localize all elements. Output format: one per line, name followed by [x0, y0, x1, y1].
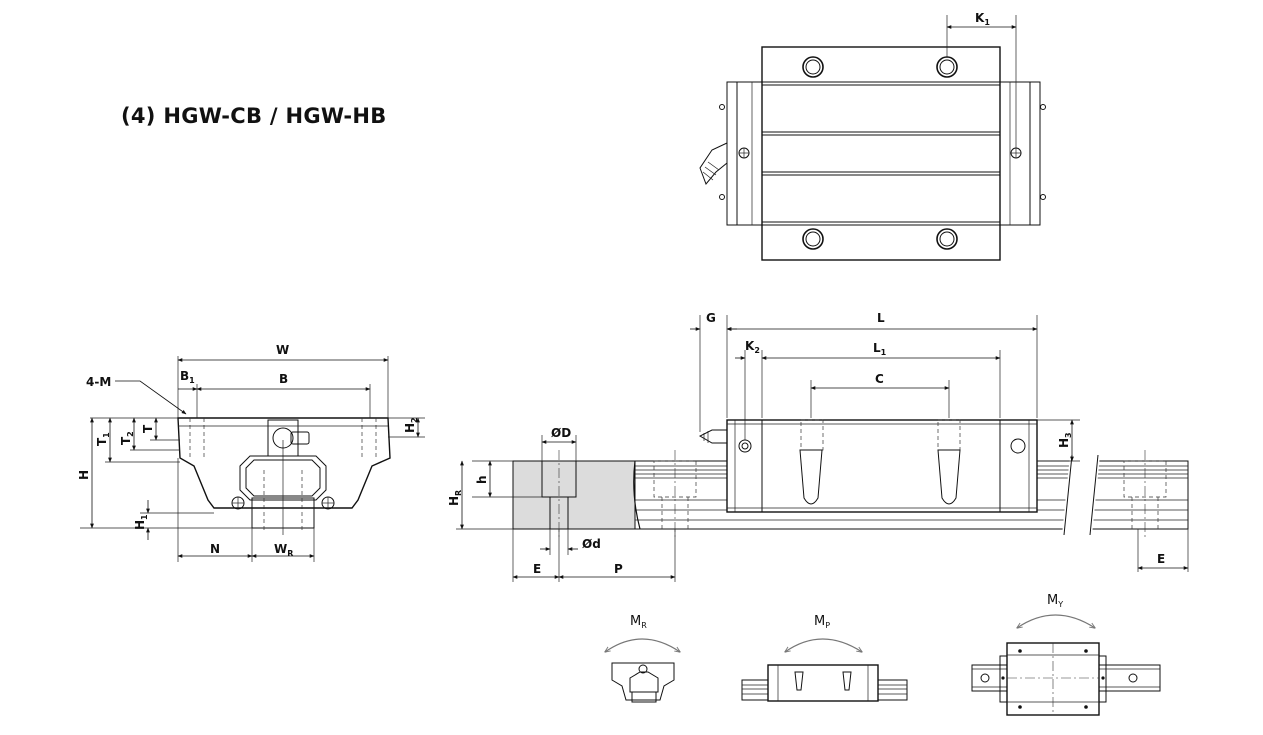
t2-label: T2 — [119, 431, 135, 445]
h-small-label: h — [475, 475, 489, 484]
moment-mp-diagram: MP — [741, 614, 908, 702]
mr-label: MR — [630, 614, 647, 630]
od-label: ØD — [551, 426, 571, 440]
side-view: G L K2 L1 C H3 ØD Ød h HR — [447, 311, 1189, 582]
b1-label: B1 — [180, 369, 195, 385]
l-label: L — [877, 311, 885, 325]
my-label: MY — [1047, 593, 1063, 609]
l1-label: L1 — [873, 341, 887, 357]
n-label: N — [210, 542, 220, 556]
h1-label: H1 — [133, 514, 149, 530]
e-right-label: E — [1157, 552, 1165, 566]
hr-label: HR — [447, 490, 463, 506]
grease-nipple-icon — [699, 142, 728, 185]
od-small-label: Ød — [582, 537, 601, 551]
h-label: H — [77, 470, 91, 480]
page-title: (4) HGW-CB / HGW-HB — [121, 104, 387, 128]
w-label: W — [276, 343, 289, 357]
k2-label: K2 — [745, 339, 760, 355]
grease-nipple-icon — [698, 429, 728, 444]
h3-label: H3 — [1057, 432, 1073, 448]
moment-my-diagram: MY — [971, 593, 1161, 716]
c-label: C — [875, 372, 884, 386]
p-label: P — [614, 562, 623, 576]
end-view: W B1 B 4-M H2 T1 T2 T H H1 N WR — [77, 343, 425, 562]
h2-label: H2 — [403, 417, 419, 433]
t-label: T — [141, 424, 155, 433]
top-view: K1 — [699, 11, 1046, 261]
bolt-hole-icon — [231, 496, 335, 510]
t1-label: T1 — [95, 432, 111, 446]
mp-label: MP — [814, 614, 830, 630]
k1-label: K1 — [975, 11, 990, 27]
b-label: B — [279, 372, 288, 386]
g-label: G — [706, 311, 716, 325]
4m-label: 4-M — [86, 375, 111, 389]
wr-label: WR — [274, 542, 293, 558]
moment-mr-diagram: MR — [605, 614, 680, 703]
e-left-label: E — [533, 562, 541, 576]
